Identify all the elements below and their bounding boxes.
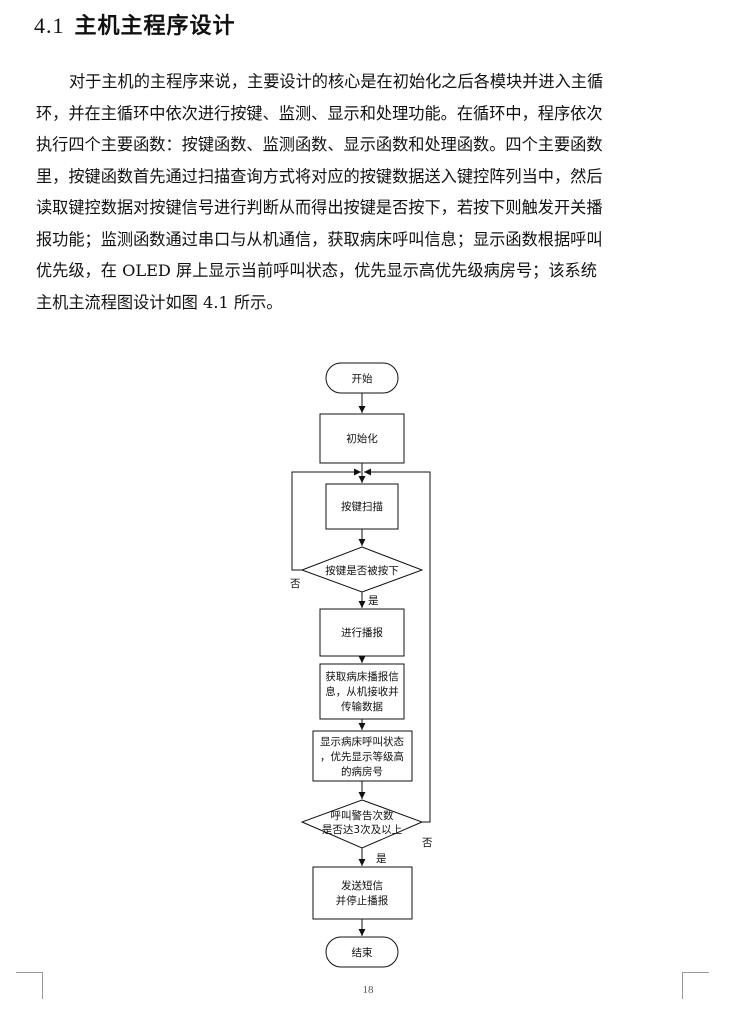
sms-box xyxy=(312,866,413,920)
fetch-label-1: 获取病床播报信 xyxy=(325,670,399,683)
sms-label-1: 发送短信 xyxy=(341,879,383,892)
decision2-yes-label: 是 xyxy=(376,853,387,865)
fetch-label-2: 息，从机接收并 xyxy=(325,685,399,698)
page-corner-mark-right xyxy=(682,972,709,999)
section-title: 主机主程序设计 xyxy=(74,14,236,39)
scan-box xyxy=(325,483,399,530)
paragraph-line: 读取键控数据对按键信号进行判断从而得出按键是否按下，若按下则触发开关播 xyxy=(36,198,603,217)
init-label: 初始化 xyxy=(346,432,378,445)
end-terminator xyxy=(325,936,399,968)
paragraph-line: 里，按键函数首先通过扫描查询方式将对应的按键数据送入键控阵列当中，然后 xyxy=(36,166,603,186)
display-label-2: ，优先显示等级高 xyxy=(320,750,404,763)
loop-decision2-no xyxy=(364,468,431,823)
section-heading: 4.1 主机主程序设计 xyxy=(34,8,236,40)
display-label-1: 显示病床呼叫状态 xyxy=(320,735,404,748)
announce-box xyxy=(319,608,405,657)
paragraph-line: 对于主机的主程序来说，主要设计的核心是在初始化之后各模块并进入主循 xyxy=(69,72,604,91)
page-number: 18 xyxy=(362,984,374,996)
decision1-no-label: 否 xyxy=(290,578,301,590)
decision2-label-1: 呼叫警告次数 xyxy=(331,809,394,822)
paragraph-line: 优先级，在 OLED 屏上显示当前呼叫状态，优先显示高优先级病房号；该系统 xyxy=(36,261,597,280)
fetch-box xyxy=(319,663,405,720)
announce-label: 进行播报 xyxy=(341,626,383,639)
body-paragraph: 对于主机的主程序来说，主要设计的核心是在初始化之后各模块并进入主循 环，并在主循… xyxy=(36,66,690,318)
paragraph-line: 主机主流程图设计如图 4.1 所示。 xyxy=(36,292,283,312)
decision1-label: 按键是否被按下 xyxy=(325,564,399,577)
paragraph-line: 报功能；监测函数通过串口与从机通信，获取病床呼叫信息；显示函数根据呼叫 xyxy=(36,229,603,249)
end-label: 结束 xyxy=(352,946,373,959)
sms-label-2: 并停止播报 xyxy=(336,894,389,907)
init-box xyxy=(319,413,405,464)
start-label: 开始 xyxy=(352,372,373,385)
display-label-3: 的病房号 xyxy=(341,765,383,778)
paragraph-line: 执行四个主要函数：按键函数、监测函数、显示函数和处理函数。四个主要函数 xyxy=(36,135,603,154)
section-number: 4.1 xyxy=(34,13,65,38)
decision2-no-label: 否 xyxy=(422,837,433,849)
decision1-yes-label: 是 xyxy=(368,595,379,607)
fetch-label-3: 传输数据 xyxy=(341,700,383,713)
page-corner-mark-left xyxy=(16,972,43,999)
decision2-label-2: 是否达3次及以上 xyxy=(322,823,402,836)
loop-decision1-no xyxy=(291,468,361,571)
paragraph-line: 环，并在主循环中依次进行按键、监测、显示和处理功能。在循环中，程序依次 xyxy=(36,103,603,123)
scan-label: 按键扫描 xyxy=(341,500,383,513)
